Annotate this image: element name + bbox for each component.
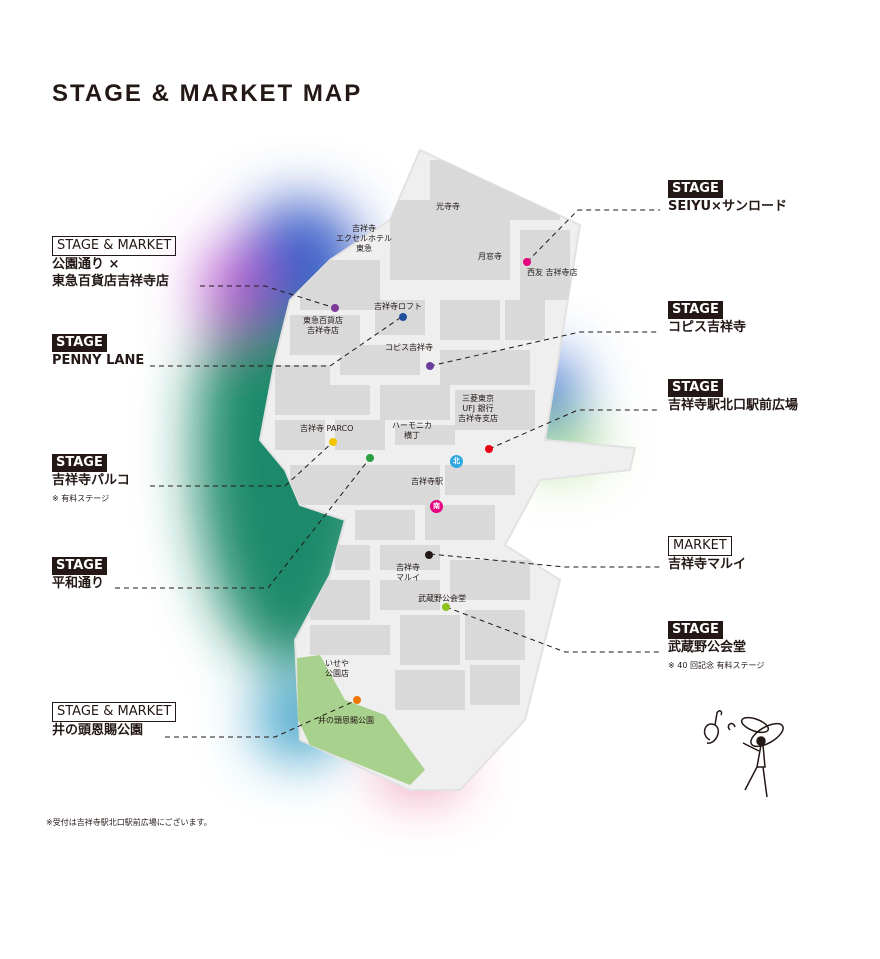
callout-north-plaza: STAGE 吉祥寺駅北口駅前広場 [668, 379, 798, 414]
marker-seiyu[interactable] [523, 258, 531, 266]
label-coppice: コピス吉祥寺 [385, 343, 433, 352]
callout-name: 吉祥寺パルコ [52, 473, 130, 488]
callout-name: 武蔵野公会堂 [668, 640, 747, 655]
label-loft: 吉祥寺ロフト [374, 302, 422, 311]
callout-tokyu: STAGE & MARKET 公園通り × 東急百貨店吉祥寺店 [52, 236, 177, 290]
label-kokaido: 武蔵野公会堂 [418, 594, 466, 603]
callout-heiwa: STAGE 平和通り [52, 557, 107, 592]
label-park: 井の頭恩賜公園 [318, 716, 374, 725]
callout-kokaido: STAGE 武蔵野公会堂 ※ 40 回記念 有料ステージ [668, 621, 764, 674]
label-gessoji: 月窓寺 [478, 252, 502, 261]
callout-name: 公園通り × [52, 257, 120, 272]
marker-coppice[interactable] [426, 362, 434, 370]
building-blocks [275, 160, 570, 710]
tag-stage: STAGE [668, 621, 723, 639]
footnote: ※受付は吉祥寺駅北口駅前広場にございます。 [46, 818, 212, 827]
label-harmonica: ハーモニカ 横丁 [392, 421, 432, 440]
callout-note: ※ 40 回記念 有料ステージ [668, 661, 765, 670]
label-marui: 吉祥寺 マルイ [396, 563, 420, 582]
callout-note: ※ 有料ステージ [52, 494, 110, 503]
callout-name: 平和通り [52, 576, 105, 591]
label-parco: 吉祥寺 PARCO [300, 424, 354, 433]
label-iseya: いせや 公園店 [325, 659, 349, 678]
marker-north-plaza[interactable] [485, 445, 493, 453]
callout-coppice: STAGE コピス吉祥寺 [668, 301, 746, 336]
tag-stage-market: STAGE & MARKET [52, 236, 177, 256]
label-excel-hotel: 吉祥寺 エクセルホテル 東急 [336, 224, 392, 253]
tag-stage: STAGE [668, 180, 723, 198]
callout-name: コピス吉祥寺 [668, 320, 747, 335]
page-title: STAGE & MARKET MAP [52, 80, 363, 107]
tag-stage: STAGE [668, 379, 723, 397]
tag-stage: STAGE [668, 301, 723, 319]
label-tokyu: 東急百貨店 吉祥寺店 [303, 316, 343, 335]
marker-parco[interactable] [329, 438, 337, 446]
tag-stage: STAGE [52, 454, 107, 472]
label-kojuji: 光寺寺 [436, 202, 460, 211]
marker-loft[interactable] [399, 313, 407, 321]
callout-penny-lane: STAGE PENNY LANE [52, 334, 144, 369]
marker-park[interactable] [353, 696, 361, 704]
callout-parco: STAGE 吉祥寺パルコ ※ 有料ステージ [52, 454, 130, 507]
tag-stage: STAGE [52, 334, 107, 352]
callout-marui: MARKET 吉祥寺マルイ [668, 536, 746, 573]
callout-name-line2: 東急百貨店吉祥寺店 [52, 274, 170, 289]
marker-kokaido[interactable] [442, 603, 450, 611]
tag-market: MARKET [668, 536, 732, 556]
label-mufg: 三菱東京 UFJ 銀行 吉祥寺支店 [458, 394, 498, 423]
callout-name: 吉祥寺マルイ [668, 557, 747, 572]
fairy-illustration [703, 710, 784, 798]
leader-lines [115, 209, 660, 738]
marker-marui[interactable] [425, 551, 433, 559]
tag-stage-market: STAGE & MARKET [52, 702, 177, 722]
callout-name: SEIYU×サンロード [668, 199, 787, 214]
callout-park: STAGE & MARKET 井の頭恩賜公園 [52, 702, 177, 739]
label-station: 吉祥寺駅 [411, 477, 443, 486]
callout-name: 吉祥寺駅北口駅前広場 [668, 398, 799, 413]
station-north-icon: 北 [450, 455, 463, 468]
callout-name: PENNY LANE [52, 353, 145, 368]
callout-seiyu: STAGE SEIYU×サンロード [668, 180, 787, 215]
park-area [297, 655, 425, 785]
label-seiyu: 西友 吉祥寺店 [527, 268, 578, 277]
callout-name: 井の頭恩賜公園 [52, 723, 144, 738]
marker-heiwa[interactable] [366, 454, 374, 462]
tag-stage: STAGE [52, 557, 107, 575]
marker-tokyu[interactable] [331, 304, 339, 312]
station-south-icon: 南 [430, 500, 443, 513]
